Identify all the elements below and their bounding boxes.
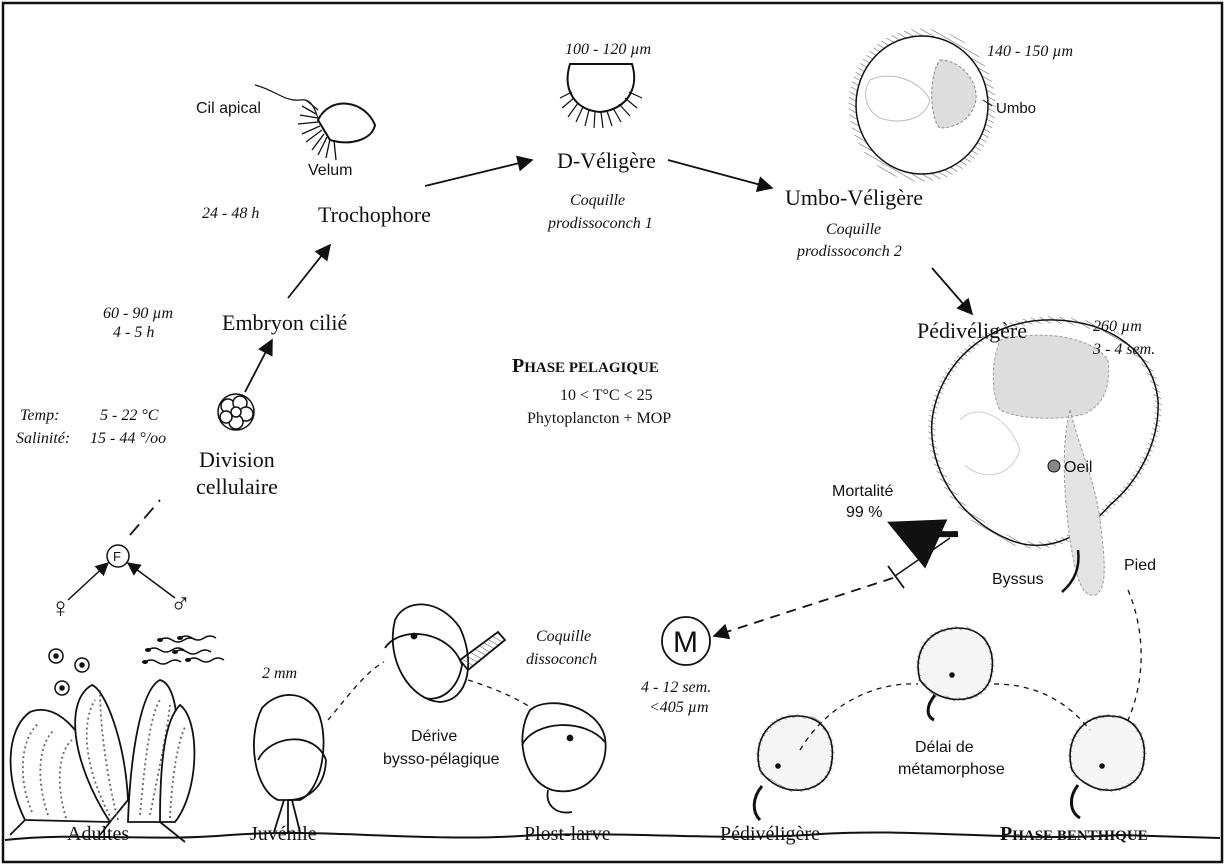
label-salinite: Salinité: (16, 430, 70, 447)
label-umbo-prodissoconch: prodissoconch 2 (796, 243, 902, 260)
label-delai: Délai de (915, 739, 974, 756)
small-pediveliger-top (918, 628, 992, 720)
label-umbo-size: 140 - 150 µm (987, 43, 1073, 60)
drifting-shell-illustration (385, 604, 505, 702)
arrow-d-to-umbo (668, 160, 772, 188)
label-embryon-cilie: Embryon cilié (222, 310, 347, 335)
adults-illustration (10, 680, 194, 842)
label-postlarve: Plost-larve (524, 823, 611, 845)
sperm-illustration (145, 636, 224, 664)
label-juvenile: Juvénile (250, 823, 317, 845)
arrow-f-to-division (130, 500, 160, 535)
label-adultes: Adultes (67, 823, 129, 845)
label-juvenile-size: 2 mm (262, 665, 297, 682)
label-cil-apical: Cil apical (196, 100, 261, 117)
label-trochophore: Trochophore (318, 202, 431, 227)
dashed-link-to-m (714, 578, 893, 636)
label-embryon-size: 60 - 90 µm (103, 305, 173, 322)
label-salinite-value: 15 - 44 °/oo (90, 430, 166, 447)
label-mortalite: Mortalité (832, 483, 893, 500)
label-pel-temp: 10 < T°C < 25 (560, 387, 653, 404)
label-pediveligere: Pédivéligère (917, 318, 1027, 343)
dashed-path-juvenile (328, 662, 384, 720)
arrow-embryon-to-trochophore (288, 245, 330, 298)
small-pediveliger-left (754, 716, 832, 820)
label-oeil: Oeil (1064, 459, 1092, 476)
label-d-coquille: Coquille (570, 192, 625, 209)
label-metamorphose: métamorphose (898, 761, 1005, 778)
tick-mark (888, 566, 904, 588)
label-pedi-time: 3 - 4 sem. (1092, 341, 1155, 358)
label-d-size: 100 - 120 µm (565, 41, 651, 58)
juvenile-illustration (254, 695, 326, 832)
arrow-female-to-f (68, 563, 108, 600)
label-pediveligere-bottom: Pédivéligère (720, 823, 820, 845)
postlarva-illustration (522, 703, 606, 812)
trochophore-illustration (255, 85, 375, 160)
label-umbo: Umbo (996, 100, 1036, 117)
mortality-connector (895, 538, 950, 576)
pediveliger-illustration (932, 320, 1158, 595)
male-symbol: ♂ (170, 588, 191, 619)
arrow-male-to-f (128, 563, 175, 598)
label-bysso-pelagique: bysso-pélagique (383, 751, 500, 768)
label-coquille-dissoconch: Coquille (536, 628, 591, 645)
label-dissoconch: dissoconch (526, 651, 597, 668)
label-embryon-time: 4 - 5 h (113, 324, 154, 341)
eggs-illustration (49, 649, 89, 695)
label-m-size: <405 µm (649, 699, 709, 716)
cell-division-illustration (218, 394, 254, 430)
dashed-arc-metamorphosis-2 (994, 684, 1090, 730)
arrow-umbo-to-pedi (932, 268, 972, 314)
label-pied: Pied (1124, 557, 1156, 574)
label-pedi-size: 260 µm (1093, 318, 1142, 335)
label-umbo-coquille: Coquille (826, 221, 881, 238)
label-d-prodissoconch: prodissoconch 1 (547, 215, 653, 232)
f-symbol-letter: F (113, 549, 121, 564)
label-m-time: 4 - 12 sem. (641, 679, 711, 696)
d-veliger-illustration (560, 64, 642, 128)
label-temp: Temp: (20, 407, 59, 424)
m-symbol-letter: M (673, 626, 698, 659)
phase-pelagique-title: PHASE PELAGIQUE (512, 355, 659, 377)
label-velum: Velum (308, 162, 352, 179)
label-temp-value: 5 - 22 °C (100, 407, 159, 424)
label-umbo-veligere: Umbo-Véligère (785, 185, 923, 210)
dashed-path-drift (468, 680, 538, 712)
umbo-veliger-illustration (852, 32, 992, 178)
female-symbol: ♀ (50, 592, 71, 623)
label-pel-food: Phytoplancton + MOP (527, 410, 671, 427)
label-trochophore-time: 24 - 48 h (202, 205, 259, 222)
label-cellulaire: cellulaire (196, 474, 278, 499)
label-derive: Dérive (411, 728, 457, 745)
phase-benthique-title: PHASE BENTHIQUE (1000, 823, 1148, 845)
small-pediveliger-right (1070, 716, 1144, 818)
arrow-division-to-embryon (245, 340, 272, 392)
mortality-arrow (892, 524, 958, 534)
label-byssus: Byssus (992, 571, 1044, 588)
arrow-trochophore-to-d (425, 160, 532, 186)
label-division: Division (199, 447, 275, 472)
label-mortalite-pct: 99 % (846, 504, 882, 521)
label-d-veligere: D-Véligère (557, 148, 656, 173)
